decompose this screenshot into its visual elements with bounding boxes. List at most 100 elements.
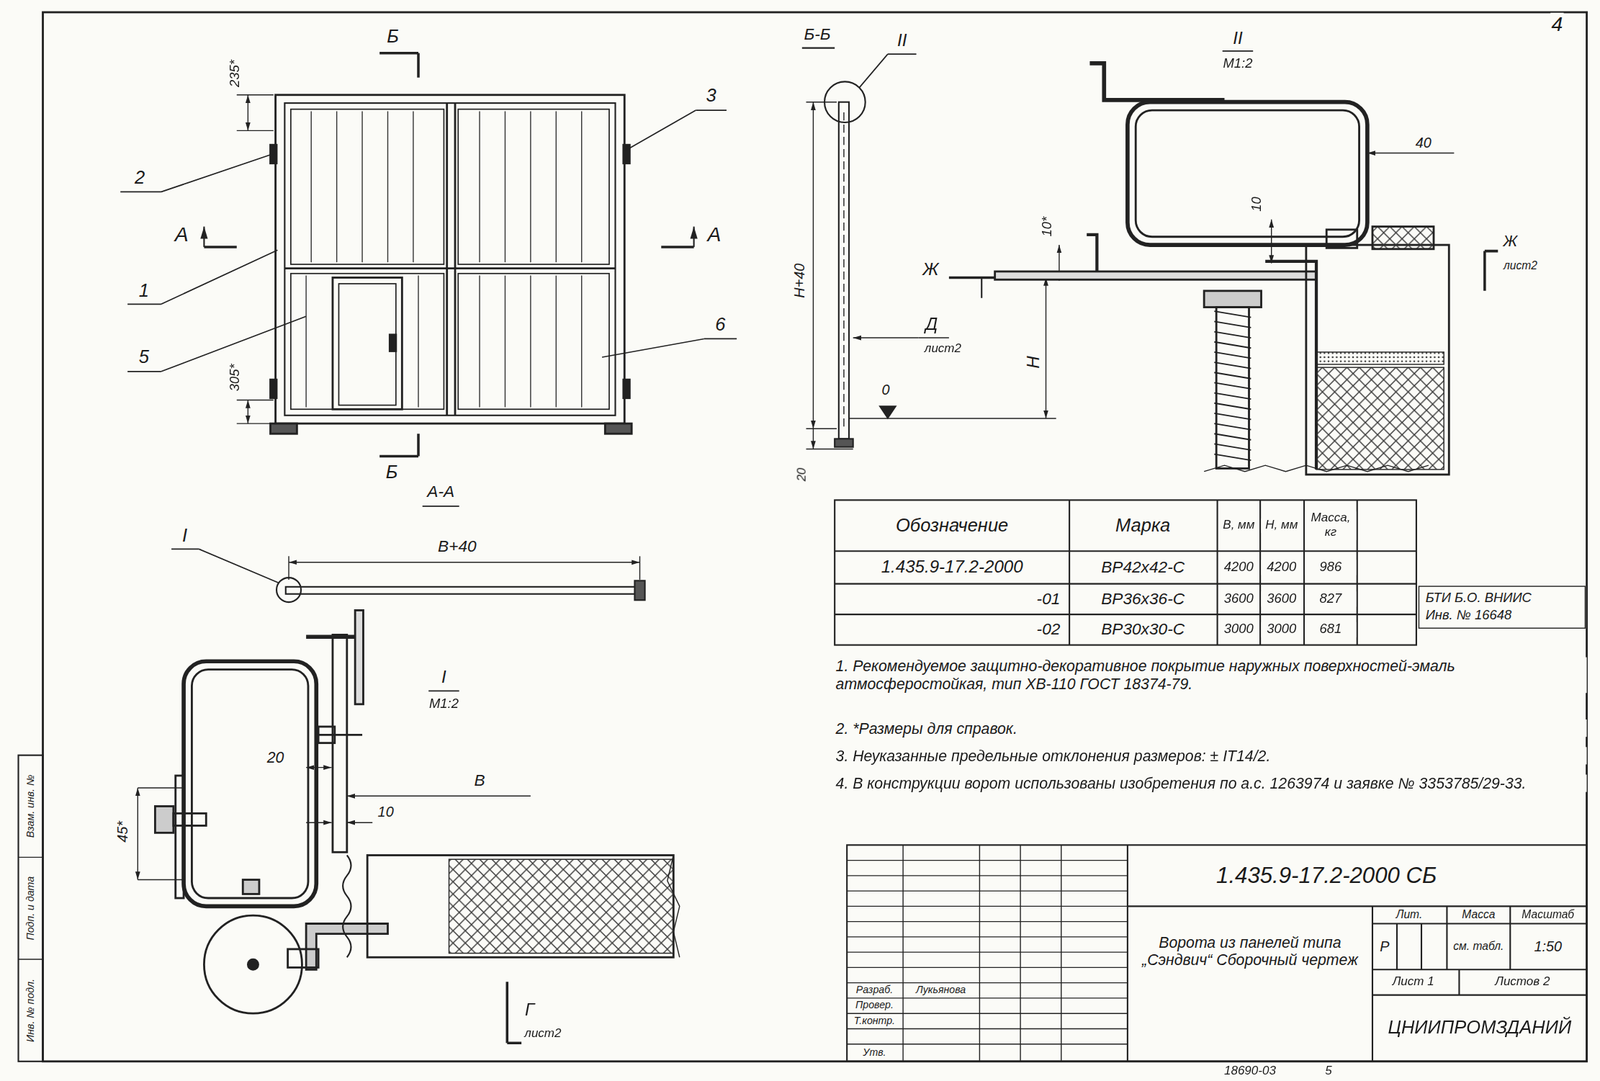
title-block-grid bbox=[846, 874, 1128, 876]
dimension-line bbox=[247, 95, 249, 132]
title-block-grid bbox=[1372, 922, 1588, 924]
table-cell: 986 bbox=[1304, 559, 1356, 575]
dimension-line bbox=[918, 336, 950, 338]
gate-elevation bbox=[604, 423, 632, 434]
note-text: 2. *Размеры для справок. bbox=[834, 719, 1587, 737]
detail-one bbox=[247, 959, 258, 970]
detail-one bbox=[667, 855, 680, 958]
drawing-annotation: В+40 bbox=[437, 537, 478, 557]
detail-one bbox=[354, 609, 363, 704]
detail-two bbox=[1316, 352, 1444, 365]
drawing-annotation: 10 bbox=[1249, 195, 1265, 213]
spec-table-grid bbox=[1356, 499, 1359, 645]
title-block-grid bbox=[1371, 905, 1374, 1061]
drawing-annotation: А-А bbox=[426, 482, 456, 502]
detail-one bbox=[367, 855, 674, 958]
drawing-annotation: М1:2 bbox=[428, 696, 461, 712]
title-block-grid bbox=[1458, 969, 1460, 995]
panel-rib bbox=[478, 110, 480, 263]
bolt-thread bbox=[1214, 362, 1251, 369]
detail-two bbox=[995, 63, 1450, 475]
spec-table-grid bbox=[834, 550, 1417, 552]
section-view bbox=[838, 102, 849, 440]
detail-two bbox=[1326, 229, 1358, 249]
bolt-thread bbox=[1214, 403, 1251, 410]
spec-table-grid bbox=[1068, 499, 1071, 645]
drawing-annotation: лист2 bbox=[923, 342, 963, 357]
dimension-line bbox=[1222, 50, 1254, 52]
drawing-annotation: II bbox=[896, 30, 909, 52]
page-number: 4 bbox=[1550, 12, 1564, 37]
section-view bbox=[834, 438, 854, 447]
panel-rib bbox=[306, 275, 582, 408]
dimension-line bbox=[853, 336, 919, 338]
drawing-annotation: 45* bbox=[114, 820, 132, 844]
drawing-annotation: лист2 bbox=[523, 1026, 563, 1042]
title-block-text: см. табл. bbox=[1448, 939, 1508, 953]
drawing-annotation: 20 bbox=[794, 466, 810, 483]
section-mark bbox=[379, 455, 419, 458]
section-view bbox=[276, 577, 301, 602]
bolt-thread bbox=[1214, 321, 1251, 328]
dimension-line bbox=[1045, 277, 1047, 419]
bolt-thread bbox=[1214, 311, 1251, 461]
gate-elevation bbox=[454, 102, 457, 416]
gate-elevation bbox=[338, 283, 396, 406]
detail-one bbox=[173, 812, 206, 826]
leader-line bbox=[859, 54, 888, 88]
bolt-thread bbox=[1214, 342, 1251, 349]
title-block-text: Листов 2 bbox=[1494, 974, 1552, 989]
detail-two bbox=[1306, 244, 1449, 475]
stamp-text: БТИ Б.О. ВНИИС bbox=[1425, 589, 1580, 608]
dimension-line bbox=[306, 766, 332, 768]
gate-elevation bbox=[457, 273, 610, 410]
leader-line bbox=[161, 153, 276, 193]
dimension-line bbox=[137, 879, 184, 880]
panel-rib bbox=[311, 110, 582, 263]
panel-rib bbox=[504, 275, 506, 408]
detail-two bbox=[1203, 290, 1261, 308]
section-mark bbox=[1484, 249, 1498, 253]
table-cell: 4200 bbox=[1261, 559, 1303, 575]
gate-elevation bbox=[332, 277, 402, 410]
leader-line bbox=[624, 110, 696, 152]
sheet-frame bbox=[18, 958, 44, 960]
leader-line bbox=[161, 249, 278, 304]
table-cell: ВР42х42-С bbox=[1071, 558, 1215, 577]
title-block-grid bbox=[846, 1028, 1128, 1029]
drawing-annotation: 235* bbox=[228, 59, 244, 89]
drawing-annotation: 10 bbox=[376, 802, 395, 820]
section-mark bbox=[506, 981, 510, 1043]
dimension-line bbox=[137, 787, 139, 880]
gate-elevation bbox=[457, 109, 610, 265]
dimension-line bbox=[236, 399, 274, 401]
drawing-annotation: Д bbox=[924, 314, 939, 335]
title-block-text: Лит. bbox=[1394, 908, 1423, 921]
detail-two bbox=[1316, 367, 1444, 470]
drawing-annotation: М1:2 bbox=[1221, 56, 1254, 73]
table-cell: В, мм bbox=[1218, 518, 1260, 533]
dimension-line bbox=[236, 94, 274, 96]
drawing-annotation: I bbox=[440, 667, 448, 688]
detail-two bbox=[1203, 465, 1429, 472]
drawing-annotation: Ж bbox=[921, 259, 940, 280]
drawing-annotation: 2 bbox=[133, 167, 147, 188]
dimension-line bbox=[639, 555, 641, 580]
drawing-annotation: 6 bbox=[714, 313, 727, 335]
detail-one bbox=[183, 661, 317, 906]
dimension-line bbox=[236, 130, 274, 132]
panel-rib bbox=[504, 110, 506, 263]
margin-label: Взам. инв. № bbox=[24, 773, 37, 839]
table-cell: 827 bbox=[1304, 591, 1356, 607]
detail-one bbox=[306, 634, 363, 639]
detail-one bbox=[154, 806, 174, 834]
title-block-grid bbox=[846, 1043, 1128, 1045]
drawing-annotation: 20 bbox=[265, 748, 285, 766]
title-block-grid bbox=[846, 860, 1128, 1045]
title-block-grid bbox=[846, 890, 1128, 891]
panel-rib bbox=[581, 110, 582, 263]
drawing-annotation: 5 bbox=[137, 346, 150, 368]
bolt-thread bbox=[1214, 393, 1251, 400]
bolt-thread bbox=[1214, 413, 1251, 420]
